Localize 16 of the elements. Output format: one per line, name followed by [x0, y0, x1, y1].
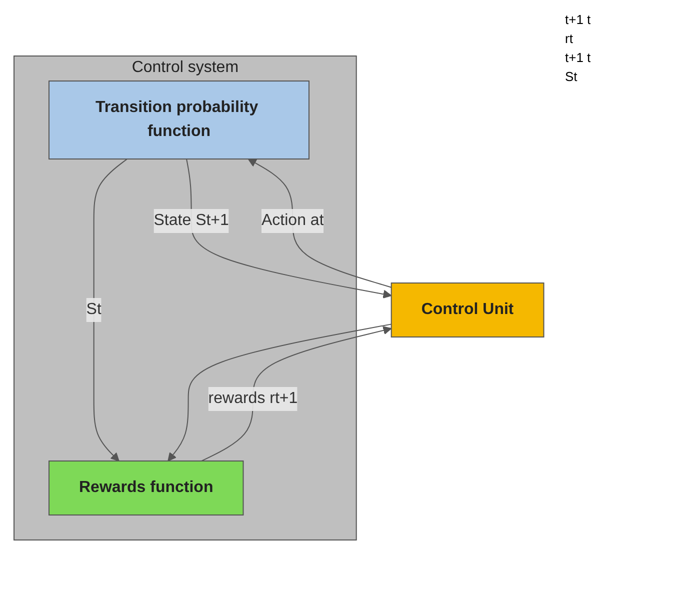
- arrow: [92, 158, 128, 462]
- arrow: [186, 158, 392, 298]
- edge-label: rewards rt+1: [208, 390, 298, 407]
- note-label: t+1 t: [565, 12, 592, 27]
- arrow: [167, 324, 392, 462]
- node-box: Transition probability function: [48, 80, 310, 160]
- edge-label: St: [86, 300, 102, 318]
- arrow: [200, 326, 392, 462]
- node-box: Control Unit: [390, 282, 544, 338]
- node-box: Rewards function: [48, 460, 244, 516]
- edge-label: Action at: [261, 212, 324, 229]
- note-label: rt: [565, 31, 574, 46]
- note-label: t+1 t: [565, 50, 592, 65]
- edge-label: State St+1: [153, 212, 229, 229]
- note-label: St: [565, 69, 578, 84]
- arrow: [247, 158, 392, 288]
